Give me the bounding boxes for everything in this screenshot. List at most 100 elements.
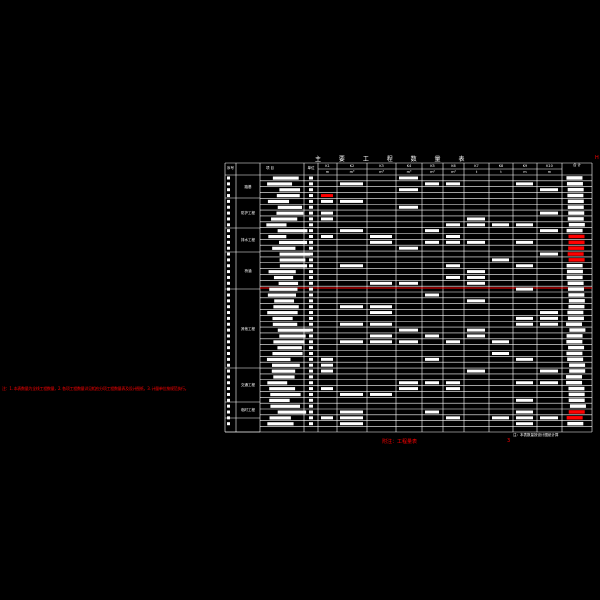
cell-text-mark [309, 211, 313, 215]
cell-text-mark [309, 252, 313, 256]
cell-text-mark [227, 357, 230, 361]
cell-text-mark [268, 270, 296, 274]
group-label: 临时工程 [241, 408, 255, 412]
cell-text-mark [272, 246, 296, 250]
cell-text-mark [567, 310, 584, 315]
cell-text-mark [446, 340, 460, 344]
cell-text-mark [568, 304, 585, 309]
cell-text-mark [370, 340, 392, 344]
group-label: 桥涵 [244, 268, 252, 273]
cell-text-mark [399, 381, 418, 385]
cell-text-mark [227, 334, 230, 338]
cell-text-mark [309, 275, 313, 279]
header-item: 项 目 [265, 166, 275, 170]
cell-text-mark [568, 345, 585, 350]
cell-text-mark [467, 334, 485, 338]
cell-text-mark [279, 188, 301, 192]
cell-text-mark [399, 205, 418, 209]
cell-text-mark [321, 199, 333, 203]
cell-text-mark [566, 375, 583, 379]
cell-text-mark [309, 223, 313, 227]
cell-text-mark [399, 340, 418, 344]
header-column: K3 [379, 164, 384, 168]
cell-text-mark [340, 264, 363, 268]
cell-text-mark [492, 340, 509, 344]
cell-text-mark [273, 305, 299, 309]
cell-text-mark [540, 229, 558, 233]
cell-text-mark [227, 322, 230, 326]
cell-text-mark [568, 223, 585, 227]
cell-text-mark [227, 281, 230, 285]
cell-text-mark [309, 381, 313, 385]
cell-text-mark [309, 299, 313, 303]
cell-text-mark [276, 194, 300, 198]
cell-text-mark [277, 328, 310, 332]
cell-text-mark [227, 398, 230, 402]
cell-text-mark [566, 228, 583, 233]
cell-text-mark [309, 270, 313, 274]
cell-text-mark [492, 258, 509, 262]
cell-text-mark [425, 357, 439, 361]
cell-text-mark [227, 311, 230, 315]
cell-text-mark [492, 223, 509, 227]
cell-text-mark [227, 246, 230, 250]
header-sub-unit: m³ [379, 170, 384, 174]
cell-text-mark [516, 182, 533, 186]
cell-text-mark [309, 422, 313, 426]
cell-text-mark [566, 176, 583, 180]
header-sub-unit: m² [430, 170, 435, 174]
cell-text-mark [516, 398, 533, 402]
cell-text-mark [227, 264, 230, 268]
cell-text-mark [446, 223, 460, 227]
cell-text-mark [566, 380, 583, 385]
header-index: 序号 [227, 166, 234, 170]
cell-text-mark [340, 422, 363, 426]
cell-text-mark [567, 316, 584, 321]
cell-text-mark [227, 182, 230, 186]
cell-text-mark [279, 264, 308, 268]
cell-text-mark [309, 334, 313, 338]
cell-text-mark [227, 217, 230, 221]
cell-text-mark [399, 328, 418, 332]
left-red-note: 注：1. 本表数量为全线工程数量，2. 各项工程数量详见相应分项工程数量表及设计… [2, 386, 189, 391]
cell-text-mark [227, 205, 230, 209]
cell-text-mark [309, 205, 313, 209]
cell-text-mark [276, 211, 304, 215]
cell-text-mark [467, 240, 485, 244]
cell-text-mark [309, 281, 313, 285]
cell-text-mark [309, 258, 313, 262]
cell-text-mark [567, 187, 584, 192]
header-column: K7 [474, 164, 479, 168]
cell-text-mark [321, 211, 333, 215]
cell-text-mark [309, 369, 313, 373]
cell-text-mark [516, 410, 533, 414]
cell-text-mark [227, 299, 230, 303]
cell-text-mark [516, 416, 533, 420]
cell-text-mark [566, 263, 583, 268]
cell-text-mark [446, 240, 460, 244]
group-label: 其他工程 [241, 326, 255, 331]
cell-text-mark [567, 217, 584, 221]
cell-text-mark [516, 223, 533, 227]
header-sub-unit: m [547, 170, 552, 174]
cell-text-mark [567, 357, 584, 362]
cell-text-mark [309, 246, 313, 250]
cell-text-mark [309, 182, 313, 186]
cell-text-mark [569, 369, 586, 373]
cell-text-mark [568, 246, 585, 250]
footer-note: 注：本表数量按设计图纸计算 [513, 433, 559, 437]
cell-text-mark [309, 346, 313, 350]
cell-text-mark [278, 281, 299, 285]
header-sub-unit: m [325, 170, 330, 174]
cell-text-mark [227, 199, 230, 203]
cell-text-mark [270, 392, 301, 397]
cell-text-mark [309, 392, 313, 396]
cell-text-mark [425, 381, 439, 385]
cell-text-mark [227, 381, 230, 385]
cell-text-mark [309, 235, 313, 238]
cell-text-mark [540, 381, 558, 385]
cell-text-mark [309, 340, 313, 344]
cell-text-mark [399, 176, 418, 180]
cell-text-mark [516, 264, 533, 268]
group-label: 路基 [244, 184, 252, 189]
